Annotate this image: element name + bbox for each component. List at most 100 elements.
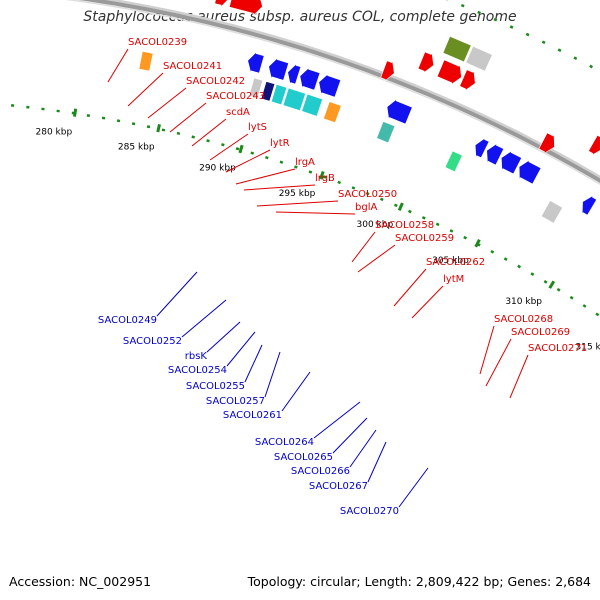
label-leader <box>169 102 207 133</box>
major-tick <box>397 202 404 211</box>
tick-dot-inner <box>503 257 508 261</box>
tick-dots <box>11 0 600 317</box>
tick-label: 295 kbp <box>279 189 316 199</box>
tick-dot-inner <box>322 175 327 179</box>
gene-feature <box>442 35 472 63</box>
label-leader <box>243 184 316 191</box>
tick-dot-inner <box>131 122 136 126</box>
label-leader <box>349 429 377 468</box>
gene-feature <box>486 142 505 166</box>
tick-dot-inner <box>435 222 440 227</box>
label-leader <box>479 325 495 375</box>
tick-dot-inner <box>556 287 561 292</box>
label-leader <box>509 354 529 399</box>
tick-dot-inner <box>250 151 255 155</box>
tick-dot-inner <box>543 280 548 284</box>
tick-dot-inner <box>279 160 284 164</box>
gene-label: SACOL0243 <box>206 91 265 102</box>
gene-feature <box>444 150 463 173</box>
label-leader <box>127 72 164 107</box>
tick-dot-inner <box>351 186 356 190</box>
label-leader <box>191 118 227 147</box>
gene-feature <box>417 51 435 74</box>
gene-label: SACOL0262 <box>426 257 485 268</box>
gene-label: rbsK <box>185 351 208 362</box>
major-tick <box>474 238 481 248</box>
gene-feature <box>386 97 413 125</box>
tick-label: 315 kbp <box>576 343 600 353</box>
tick-dot-inner <box>530 272 535 276</box>
label-leader <box>244 344 263 383</box>
gene-feature <box>518 159 542 185</box>
major-tick <box>548 280 556 289</box>
tick-dot-outer <box>525 32 530 37</box>
gene-feature <box>301 93 323 117</box>
tick-dot-inner <box>449 229 454 233</box>
tick-dot-outer <box>589 64 594 69</box>
gene-label: lytR <box>270 138 290 149</box>
gene-feature <box>260 81 276 102</box>
gene-label: SACOL0266 <box>291 466 350 477</box>
gene-feature <box>248 77 264 99</box>
genome-summary: Topology: circular; Length: 2,809,422 bp… <box>247 574 591 589</box>
gene-feature <box>474 137 490 159</box>
tick-dot-inner <box>517 264 522 269</box>
label-leader <box>235 168 296 185</box>
label-leader <box>411 285 444 319</box>
tick-dot-outer <box>460 3 465 8</box>
tick-dot-inner <box>161 128 166 132</box>
backbone <box>65 0 600 186</box>
gene-label: lrgB <box>315 173 335 184</box>
gene-label: SACOL0268 <box>494 314 553 325</box>
gene-feature <box>270 84 288 106</box>
label-leader <box>351 231 376 263</box>
gene-label: SACOL0269 <box>511 327 570 338</box>
tick-dot-inner <box>490 249 495 254</box>
gene-label: lytS <box>248 122 267 133</box>
tick-dot-inner <box>146 125 151 129</box>
gene-feature <box>500 149 523 175</box>
gene-label: SACOL0257 <box>206 396 265 407</box>
label-leader <box>275 211 356 215</box>
label-leader <box>225 149 271 173</box>
gene-label: SACOL0252 <box>123 336 182 347</box>
tick-dot-inner <box>582 304 587 308</box>
backbone-inner-edge <box>65 0 600 186</box>
gene-feature <box>318 73 342 98</box>
tick-dot-outer <box>557 48 562 52</box>
label-leader <box>357 244 396 273</box>
gene-label: SACOL0255 <box>186 381 245 392</box>
tick-dot-inner <box>394 203 398 208</box>
gene-feature <box>287 63 302 86</box>
label-leader <box>156 271 198 317</box>
label-leader <box>281 371 311 412</box>
gene-feature <box>465 45 493 72</box>
label-leaders <box>107 48 529 508</box>
gene-label: SACOL0259 <box>395 233 454 244</box>
tick-dot-outer <box>493 18 498 22</box>
label-leader <box>313 401 361 439</box>
gene-feature <box>588 134 600 157</box>
gene-label: SACOL0250 <box>338 189 397 200</box>
tick-dot-outer <box>509 25 514 29</box>
gene-label: SACOL0267 <box>309 481 368 492</box>
gene-label: SACOL0239 <box>128 37 187 48</box>
gene-labels: SACOL0239SACOL0241SACOL0242SACOL0243scdA… <box>98 37 587 517</box>
tick-dot-inner <box>337 180 341 185</box>
tick-dot-outer <box>541 40 546 45</box>
label-leader <box>332 417 368 454</box>
gene-label: SACOL0258 <box>375 220 434 231</box>
major-tick <box>319 171 325 180</box>
gene-feature <box>228 0 263 17</box>
gene-feature <box>581 195 598 216</box>
tick-label: 300 kbp <box>357 220 394 230</box>
label-leader <box>209 133 249 161</box>
gene-feature <box>436 59 462 86</box>
tick-dot-outer <box>477 10 481 15</box>
label-leader <box>107 48 129 83</box>
tick-dot-inner <box>235 147 240 151</box>
tick-label: 310 kbp <box>505 297 542 307</box>
backbone-ring <box>78 0 600 184</box>
